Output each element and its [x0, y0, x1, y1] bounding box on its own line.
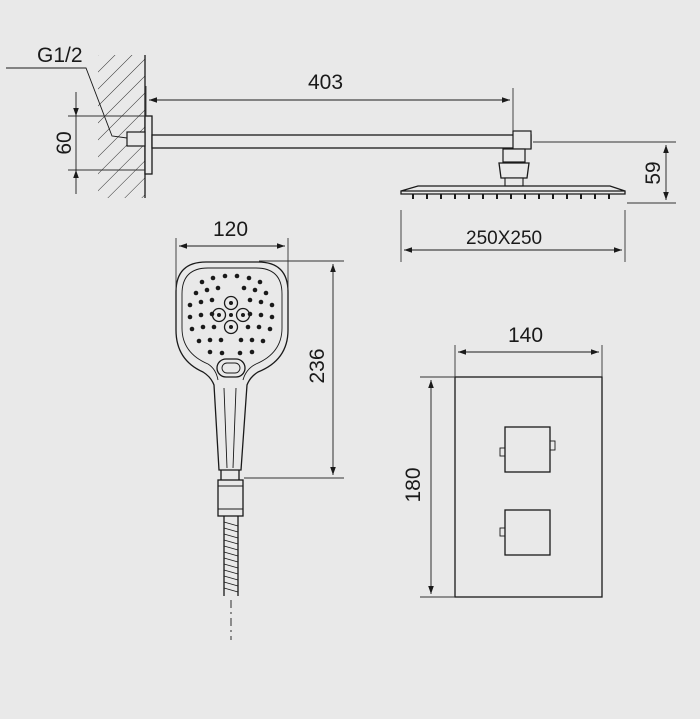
- swivel-joint-nut: [498, 162, 530, 179]
- dim-plate-height: 180: [402, 376, 455, 598]
- shower-arm: [151, 134, 532, 149]
- swivel-joint-top: [502, 148, 526, 163]
- lower-control-knob: [504, 509, 551, 556]
- shower-head-plate: [400, 185, 626, 195]
- dim-handset-width-label: 120: [213, 218, 248, 241]
- dim-arm-length: 403: [145, 71, 514, 131]
- upper-control-knob: [504, 426, 551, 473]
- dim-wall-height: 60: [53, 92, 145, 194]
- arm-end-block: [512, 130, 532, 150]
- head-mount: [504, 177, 524, 187]
- wall-flange: [144, 115, 153, 175]
- spray-holes: [187, 273, 275, 356]
- hand-shower-head: [175, 261, 289, 471]
- spray-mode-button: [216, 358, 246, 378]
- control-plate: [454, 376, 603, 598]
- dim-handset-length-label: 236: [306, 348, 329, 383]
- shower-head-nozzles: [412, 194, 610, 199]
- control-plate-view: 140 180: [402, 324, 603, 598]
- dim-plate-height-label: 180: [402, 467, 425, 502]
- dim-head-drop-label: 59: [642, 161, 665, 184]
- dim-arm-length-label: 403: [308, 71, 343, 94]
- thread-label: G1/2: [37, 44, 83, 67]
- knob-indicator-right: [549, 440, 556, 451]
- hose-connector: [217, 479, 244, 517]
- thread-callout: G1/2: [6, 44, 128, 139]
- dim-handset-length: 236: [244, 260, 344, 479]
- dim-plate-width: 140: [454, 324, 603, 377]
- dim-plate-width-label: 140: [508, 324, 543, 347]
- dim-handset-width: 120: [175, 218, 289, 290]
- dim-head-drop: 59: [533, 141, 676, 204]
- dim-head-size: 250X250: [400, 210, 626, 262]
- center-spray-pattern: [211, 295, 251, 335]
- wall-connector: [126, 131, 146, 147]
- wall-arm-view: G1/2 403 60 59: [6, 44, 676, 262]
- hand-shower-view: 120 236: [175, 218, 344, 640]
- dim-head-size-label: 250X250: [466, 228, 542, 249]
- wall-section: [98, 55, 145, 198]
- dim-wall-height-label: 60: [53, 131, 76, 154]
- hose: [223, 516, 239, 640]
